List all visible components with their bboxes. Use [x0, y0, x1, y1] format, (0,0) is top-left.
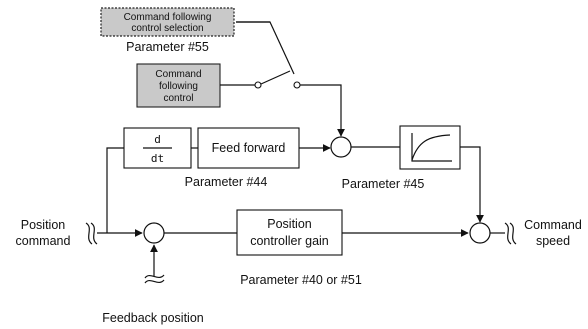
- feedback-break-symbol: [144, 274, 165, 284]
- position-gain-line1: Position: [267, 217, 312, 231]
- parameter-40-51-label: Parameter #40 or #51: [240, 273, 362, 287]
- filter-block: [399, 125, 461, 170]
- derivative-denominator: dt: [151, 152, 164, 165]
- command-speed-line2: speed: [536, 234, 570, 248]
- cfc-label-line2: following: [159, 81, 198, 92]
- command-speed-line1: Command: [524, 218, 582, 232]
- position-error-junction: [143, 222, 165, 244]
- feed-forward-label: Feed forward: [212, 141, 286, 155]
- parameter-44-label: Parameter #44: [185, 175, 268, 189]
- position-command-break-symbol: [85, 222, 98, 245]
- position-command-line2: command: [16, 234, 71, 248]
- command-following-control-block: Command following control: [136, 63, 221, 108]
- output-summing-junction: [469, 222, 491, 244]
- cfc-label-line3: control: [163, 93, 193, 104]
- position-controller-gain-block: Position controller gain: [236, 209, 343, 256]
- parameter-45-label: Parameter #45: [342, 177, 425, 191]
- position-gain-line2: controller gain: [250, 234, 329, 248]
- cfc-label-line1: Command: [155, 69, 201, 80]
- feed-forward-block: Feed forward: [197, 127, 300, 169]
- selection-block: Command following control selection: [100, 7, 235, 37]
- upper-summing-junction: [330, 136, 352, 158]
- switch-symbol: [220, 70, 345, 137]
- command-speed-break-symbol: [504, 222, 517, 245]
- derivative-block: d dt: [123, 127, 192, 169]
- selection-label-line1: Command following: [124, 12, 212, 23]
- feedback-position-label: Feedback position: [102, 311, 204, 325]
- selection-label-line2: control selection: [131, 23, 203, 34]
- parameter-55-label: Parameter #55: [126, 40, 209, 54]
- derivative-numerator: d: [154, 133, 161, 146]
- position-command-line1: Position: [21, 218, 66, 232]
